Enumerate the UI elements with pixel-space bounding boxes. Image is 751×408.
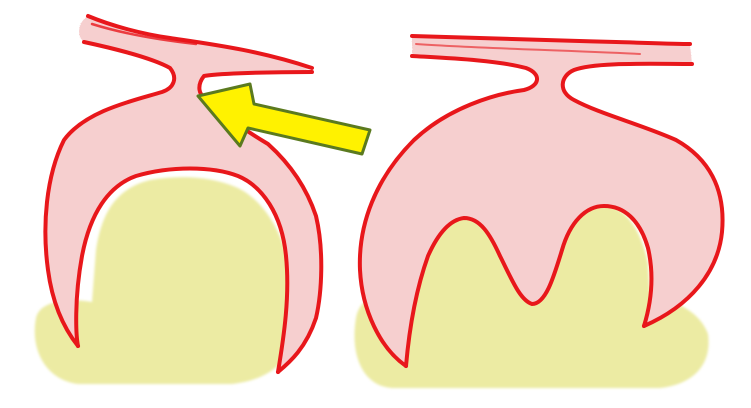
left-structure: [35, 16, 370, 384]
right-structure: [355, 36, 723, 388]
